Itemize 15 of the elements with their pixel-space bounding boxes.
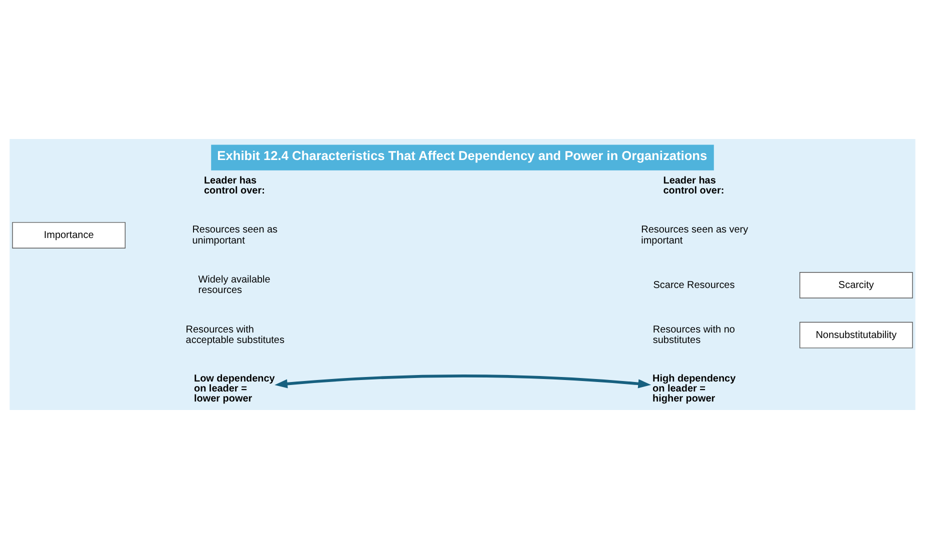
node-box: Scarcity — [799, 272, 913, 298]
label: Leader has control over: — [204, 175, 265, 196]
arrow — [274, 374, 652, 388]
label: Leader has control over: — [663, 175, 724, 196]
diagram-title: Exhibit 12.4 Characteristics That Affect Dependency and Power in Organizations — [217, 148, 708, 163]
node-box: Importance — [12, 222, 126, 248]
node-box: Nonsubstitutability — [799, 322, 913, 348]
label: Resources seen as very important — [641, 224, 748, 246]
label: Resources with no substitutes — [652, 324, 735, 346]
label: Widely available resources — [198, 274, 270, 296]
label: Resources with acceptable substitutes — [186, 324, 284, 346]
label: Resources seen as unimportant — [192, 224, 278, 246]
label: Scarce Resources — [653, 280, 735, 291]
node-text: High dependency on leader = higher power — [652, 374, 736, 405]
node-text: Low dependency on leader = lower power — [194, 374, 275, 405]
